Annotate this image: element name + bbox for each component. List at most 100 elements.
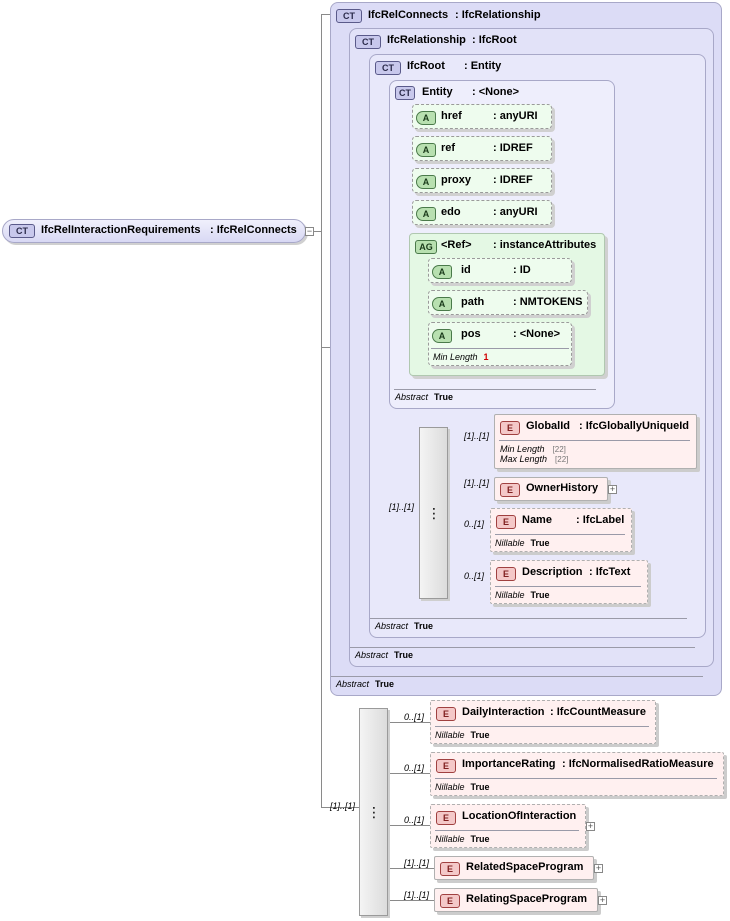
element-type: : IfcNormalisedRatioMeasure — [562, 758, 714, 770]
attribute-group-type: : instanceAttributes — [493, 239, 597, 251]
sequence-icon: ⋮ — [367, 804, 381, 820]
attribute-badge-icon: A — [416, 111, 436, 125]
element-name: LocationOfInteraction — [462, 810, 577, 822]
element-name: RelatedSpaceProgram — [466, 861, 584, 873]
attribute-group-badge-icon: AG — [415, 240, 437, 254]
element-occurrence: [1]..[1] — [464, 431, 490, 441]
element-name: Description — [522, 566, 583, 578]
sequence-occurrence: [1]..[1] — [330, 801, 356, 811]
attribute-href[interactable]: A href : anyURI — [412, 104, 552, 129]
connector — [321, 14, 322, 807]
sequence-compositor[interactable]: ⋮ — [359, 708, 388, 916]
element-dailyinteraction[interactable]: E DailyInteraction : IfcCountMeasure Nil… — [430, 700, 656, 744]
ct-base: : IfcRoot — [472, 34, 517, 46]
collapse-toggle[interactable]: − — [305, 226, 314, 236]
ct-base: : Entity — [464, 60, 502, 72]
element-badge-icon: E — [436, 759, 456, 773]
attribute-name: pos — [461, 328, 481, 340]
attribute-path[interactable]: A path : NMTOKENS — [428, 290, 588, 315]
connector — [321, 807, 361, 808]
attribute-type: : IDREF — [493, 174, 533, 186]
ct-name: IfcRoot — [407, 60, 445, 72]
element-badge-icon: E — [496, 515, 516, 529]
expand-toggle[interactable]: + — [598, 895, 607, 905]
sequence-compositor[interactable]: ⋮ — [419, 427, 448, 599]
element-globalid[interactable]: E GlobalId : IfcGloballyUniqueId Min Len… — [494, 414, 697, 469]
element-badge-icon: E — [436, 707, 456, 721]
attribute-name: edo — [441, 206, 461, 218]
sequence-icon: ⋮ — [427, 505, 441, 521]
attribute-type: : NMTOKENS — [513, 296, 583, 308]
min-length-prop: Min Length[22] — [500, 444, 566, 454]
element-type: : IfcGloballyUniqueId — [579, 420, 690, 432]
expand-toggle[interactable]: + — [594, 863, 603, 873]
attribute-id[interactable]: A id : ID — [428, 258, 572, 283]
element-occurrence: 0..[1] — [464, 571, 485, 581]
attribute-badge-icon: A — [416, 175, 436, 189]
element-occurrence: 0..[1] — [404, 763, 425, 773]
element-badge-icon: E — [436, 811, 456, 825]
element-name: DailyInteraction — [462, 706, 545, 718]
attribute-ref[interactable]: A ref : IDREF — [412, 136, 552, 161]
element-occurrence: [1]..[1] — [404, 858, 430, 868]
attribute-badge-icon: A — [416, 143, 436, 157]
complex-type-badge-icon: CT — [355, 35, 381, 49]
attribute-name: proxy — [441, 174, 471, 186]
element-badge-icon: E — [440, 894, 460, 908]
element-occurrence: 0..[1] — [404, 712, 425, 722]
attribute-edo[interactable]: A edo : anyURI — [412, 200, 552, 225]
connector — [388, 868, 434, 869]
element-type: : IfcCountMeasure — [550, 706, 646, 718]
ct-name: IfcRelConnects — [368, 9, 449, 21]
root-name: IfcRelInteractionRequirements — [41, 224, 201, 236]
element-occurrence: [1]..[1] — [404, 890, 430, 900]
element-type: : IfcText — [589, 566, 631, 578]
connector — [388, 825, 430, 826]
attribute-type: : IDREF — [493, 142, 533, 154]
element-name: OwnerHistory — [526, 482, 599, 494]
element-type: : IfcLabel — [576, 514, 625, 526]
attribute-name: href — [441, 110, 462, 122]
connector — [388, 900, 434, 901]
separator — [431, 348, 569, 349]
attribute-group-name: <Ref> — [441, 239, 472, 251]
element-occurrence: 0..[1] — [404, 815, 425, 825]
attribute-proxy[interactable]: A proxy : IDREF — [412, 168, 552, 193]
sequence-occurrence: [1]..[1] — [389, 502, 415, 512]
separator — [495, 586, 641, 587]
element-relatedspaceprogram[interactable]: E RelatedSpaceProgram — [434, 856, 594, 880]
element-occurrence: [1]..[1] — [464, 478, 490, 488]
element-ownerhistory[interactable]: E OwnerHistory — [494, 477, 608, 501]
max-length-prop: Max Length[22] — [500, 454, 569, 464]
connector — [388, 722, 430, 723]
element-importancerating[interactable]: E ImportanceRating : IfcNormalisedRatioM… — [430, 752, 724, 796]
attribute-name: path — [461, 296, 485, 308]
element-relatingspaceprogram[interactable]: E RelatingSpaceProgram — [434, 888, 598, 912]
ct-name: IfcRelationship — [387, 34, 466, 46]
attribute-badge-icon: A — [432, 297, 452, 311]
separator — [495, 534, 625, 535]
root-complex-type[interactable]: CT IfcRelInteractionRequirements : IfcRe… — [2, 219, 306, 243]
expand-toggle[interactable]: + — [586, 821, 595, 831]
separator — [331, 676, 703, 677]
separator — [435, 778, 717, 779]
element-name: GlobalId — [526, 420, 570, 432]
attribute-type: : anyURI — [493, 206, 538, 218]
element-badge-icon: E — [500, 483, 520, 497]
attribute-badge-icon: A — [432, 329, 452, 343]
attribute-badge-icon: A — [416, 207, 436, 221]
attribute-type: : <None> — [513, 328, 561, 340]
element-badge-icon: E — [440, 862, 460, 876]
expand-toggle[interactable]: + — [608, 484, 617, 494]
